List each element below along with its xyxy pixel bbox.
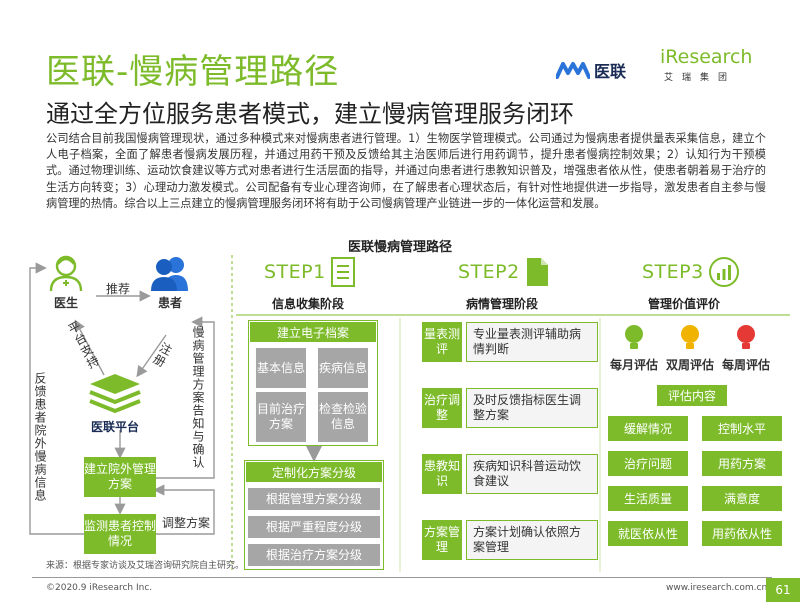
grade-severity: 根据严重程度分级 xyxy=(248,516,380,538)
footer-divider xyxy=(32,577,772,578)
document-icon xyxy=(526,258,548,286)
step2-label: STEP2 xyxy=(458,261,520,283)
bulb-monthly-label: 每月评估 xyxy=(610,358,659,372)
feedback-label: 反馈患者院外慢病信息 xyxy=(33,372,47,502)
grading-title: 定制化方案分级 xyxy=(246,462,382,482)
iresearch-logo: iResearch 艾瑞集团 xyxy=(660,46,760,83)
source-note: 来源：根据专家访谈及艾瑞咨询研究院自主研究。 xyxy=(46,561,245,571)
eval-item-drug-compliance: 用药依从性 xyxy=(702,521,782,546)
website: www.iresearch.com.cn xyxy=(666,583,768,593)
step2-item-scale: 量表测评 专业量表测评辅助病情判断 xyxy=(422,322,598,362)
build-plan-box: 建立院外管理方案 xyxy=(84,457,156,497)
record-cell-disease: 疾病信息 xyxy=(318,348,368,388)
step2-item-education-body: 疾病知识科普运动饮食建议 xyxy=(466,454,598,494)
doctor-icon xyxy=(49,255,83,292)
eval-item-control: 控制水平 xyxy=(702,416,782,441)
yilian-logo: 医联 xyxy=(556,58,626,82)
diagram-title: 医联慢病管理路径 xyxy=(347,240,452,255)
page-number: 61 xyxy=(766,578,800,602)
description: 公司结合目前我国慢病管理现状，通过多种模式来对慢病患者进行管理。1）生物医学管理… xyxy=(46,132,766,210)
yilian-logo-text: 医联 xyxy=(594,62,627,81)
bulb-biweekly: 双周评估 xyxy=(666,324,714,373)
eval-item-problem: 治疗问题 xyxy=(608,451,688,476)
adjust-label: 调整方案 xyxy=(162,516,211,530)
platform-stack-icon xyxy=(89,374,141,414)
eval-item-quality: 生活质量 xyxy=(608,486,688,511)
step2-item-adjust-tag: 治疗调整 xyxy=(422,388,462,428)
patient-node: 患者 xyxy=(150,254,190,311)
eval-title: 评估内容 xyxy=(657,385,727,406)
page-title: 医联-慢病管理路径 xyxy=(46,52,340,92)
bulb-icon xyxy=(737,325,755,349)
bulb-weekly-label: 每周评估 xyxy=(722,358,771,372)
step1-label: STEP1 xyxy=(264,261,326,283)
step3-label: STEP3 xyxy=(642,261,704,283)
record-title: 建立电子档案 xyxy=(250,322,376,342)
step2-item-plan-tag: 方案管理 xyxy=(422,520,462,560)
step3-header: STEP3 xyxy=(642,256,740,288)
doctor-node: 医生 xyxy=(48,254,84,311)
step2-item-education-tag: 患教知识 xyxy=(422,454,462,494)
step1-stage: 信息收集阶段 xyxy=(272,297,345,311)
checklist-icon xyxy=(330,257,355,287)
bulb-monthly: 每月评估 xyxy=(610,324,658,373)
iresearch-logo-name: iResearch xyxy=(660,46,753,68)
record-cell-basic: 基本信息 xyxy=(256,348,306,388)
step2-header: STEP2 xyxy=(458,256,550,288)
subtitle: 通过全方位服务患者模式，建立慢病管理服务闭环 xyxy=(46,100,574,128)
bulb-icon xyxy=(681,325,699,349)
platform-label: 医联平台 xyxy=(90,420,139,434)
doctor-label: 医生 xyxy=(53,296,78,310)
bulb-biweekly-label: 双周评估 xyxy=(666,358,715,372)
eval-item-relief: 缓解情况 xyxy=(608,416,688,441)
eval-item-satisfaction: 满意度 xyxy=(702,486,782,511)
patient-label: 患者 xyxy=(157,296,182,310)
step2-item-education: 患教知识 疾病知识科普运动饮食建议 xyxy=(422,454,598,494)
record-cell-exam: 检查检验信息 xyxy=(318,392,368,442)
eval-item-visit-compliance: 就医依从性 xyxy=(608,521,688,546)
step2-item-plan: 方案管理 方案计划确认依照方案管理 xyxy=(422,520,598,560)
yilian-logo-icon xyxy=(556,62,590,79)
record-panel xyxy=(248,320,378,446)
grade-management: 根据管理方案分级 xyxy=(248,488,380,510)
bulb-icon xyxy=(625,325,643,349)
copyright: ©2020.9 iResearch Inc. xyxy=(46,583,153,593)
eval-item-medication: 用药方案 xyxy=(702,451,782,476)
record-cell-treatment: 目前治疗方案 xyxy=(256,392,306,442)
patient-icon xyxy=(151,257,188,291)
grade-treatment: 根据治疗方案分级 xyxy=(248,544,380,566)
notify-label: 慢病管理方案告知与确认 xyxy=(191,326,205,469)
monitor-box: 监测患者控制情况 xyxy=(84,514,156,554)
grading-panel xyxy=(244,460,384,570)
step2-item-plan-body: 方案计划确认依照方案管理 xyxy=(466,520,598,560)
step2-item-scale-body: 专业量表测评辅助病情判断 xyxy=(466,322,598,362)
step2-stage: 病情管理阶段 xyxy=(466,297,539,311)
step2-item-adjust: 治疗调整 及时反馈指标医生调整方案 xyxy=(422,388,598,428)
step3-stage: 管理价值评价 xyxy=(648,297,721,311)
recommend-label: 推荐 xyxy=(106,282,131,296)
bulb-weekly: 每周评估 xyxy=(722,324,770,373)
iresearch-logo-sub: 艾瑞集团 xyxy=(664,73,737,83)
step2-item-scale-tag: 量表测评 xyxy=(422,322,462,362)
platform-node: 医联平台 xyxy=(88,372,142,435)
signal-bars-icon xyxy=(708,257,739,287)
step2-item-adjust-body: 及时反馈指标医生调整方案 xyxy=(466,388,598,428)
step1-header: STEP1 xyxy=(264,256,356,288)
